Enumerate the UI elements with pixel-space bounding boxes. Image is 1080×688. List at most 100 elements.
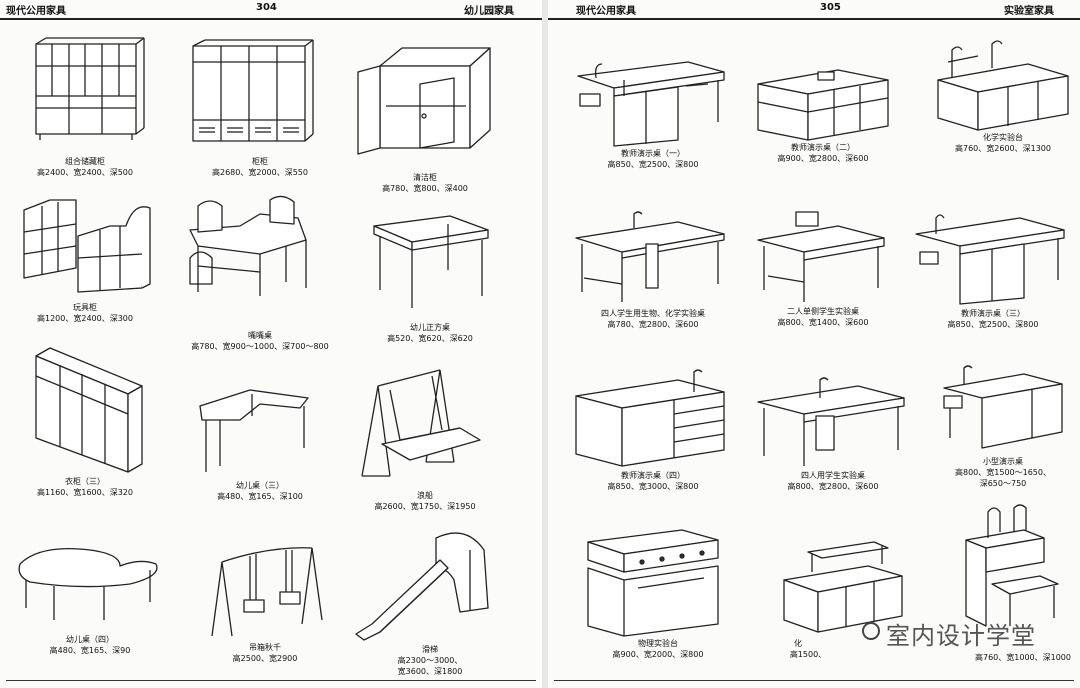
item-name: 物理实验台: [638, 639, 678, 648]
item-name: 浪船: [417, 491, 433, 500]
item-name: 化学实验台: [983, 133, 1023, 142]
item-name: 小型演示桌: [983, 457, 1023, 466]
slide-drawing: [355, 532, 489, 641]
item-dimensions: 高480、宽165、深100: [217, 492, 303, 501]
item-name: 幼儿桌（三）: [236, 481, 284, 490]
sink-bench-drawing: [965, 504, 1059, 627]
book-gutter: [542, 0, 548, 688]
item-name: 化: [794, 639, 802, 648]
page-header: 现代公用家具 305 实验室家具: [548, 0, 1080, 20]
page-number: 305: [820, 2, 841, 13]
furniture-item: 教师演示桌（四） 高850、宽3000、深800: [568, 369, 738, 494]
item-dimensions: 高850、宽3000、深800: [607, 482, 699, 491]
section-title: 实验室家具: [1004, 6, 1054, 17]
item-dimensions: 高1160、宽1600、深320: [37, 488, 133, 497]
right-page: 现代公用家具 305 实验室家具 教师演示桌（一） 高850、宽2500、深80…: [548, 0, 1080, 688]
furniture-item: 幼儿桌（四） 高480、宽165、深90: [10, 540, 170, 666]
chemistry-bench-drawing: [937, 40, 1069, 131]
furniture-item: 玩具柜 高1200、宽2400、深300: [10, 196, 160, 326]
furniture-item: 嘴嘴桌 高780、宽900～1000、深700～800: [170, 195, 350, 358]
furniture-item: 四人学生用生物、化学实验桌 高780、宽2800、深600: [568, 208, 738, 332]
item-name: 教师演示桌（二）: [791, 143, 855, 152]
item-dimensions: 高780、宽900～1000、深700～800: [191, 342, 329, 351]
wardrobe-drawing: [192, 39, 314, 142]
bottom-rule: [6, 680, 536, 681]
four-student-bench-drawing: [575, 211, 725, 302]
item-name: 幼儿正方桌: [410, 323, 450, 332]
page-number: 304: [256, 2, 277, 13]
item-dimensions-cont: 宽3600、深1800: [397, 667, 463, 676]
item-dimensions: 高2500、宽2900: [232, 654, 298, 663]
square-table-drawing: [373, 215, 489, 308]
demo-table-1-drawing: [577, 61, 725, 147]
furniture-item: 四人用学生实验桌 高800、宽2800、深600: [748, 376, 918, 494]
item-name: 四人用学生实验桌: [801, 471, 865, 480]
item-dimensions: 高800、宽1400、深600: [777, 318, 869, 327]
item-name: 教师演示桌（三）: [961, 309, 1025, 318]
item-dimensions: 高900、宽2800、深600: [777, 154, 869, 163]
item-dimensions: 高780、宽800、深400: [382, 184, 468, 193]
activity-table-drawing: [189, 195, 307, 296]
item-dimensions-cont: 深650～750: [979, 479, 1027, 488]
left-page: 现代公用家具 304 幼儿园家具 组合储藏柜 高2400、宽2400、深500 …: [0, 0, 542, 681]
item-name: 四人学生用生物、化学实验桌: [601, 309, 705, 318]
demo-table-4-drawing: [575, 369, 725, 467]
reagent-bench-drawing: [783, 541, 903, 633]
furniture-item: 教师演示桌（二） 高900、宽2800、深600: [748, 62, 898, 166]
furniture-item: 吊箱秋千 高2500、宽2900: [190, 540, 340, 666]
item-dimensions: 高1200、宽2400、深300: [37, 314, 133, 323]
furniture-item: 教师演示桌（一） 高850、宽2500、深800: [568, 56, 738, 172]
furniture-item: 清洁柜 高780、宽800、深400: [350, 36, 500, 196]
furniture-item: 物理实验台 高900、宽2000、深800: [578, 528, 738, 662]
item-dimensions: 高850、宽2500、深800: [607, 160, 699, 169]
small-demo-table-drawing: [943, 365, 1063, 449]
item-dimensions: 高1500、: [789, 650, 827, 659]
section-title: 幼儿园家具: [464, 6, 514, 17]
furniture-item: 柜柜 高2680、宽2000、深550: [185, 36, 335, 177]
item-name: 清洁柜: [413, 173, 437, 182]
item-dimensions: 高780、宽2800、深600: [607, 320, 699, 329]
furniture-item: 幼儿正方桌 高520、宽620、深620: [360, 210, 500, 350]
item-dimensions: 高800、宽2800、深600: [787, 482, 879, 491]
item-dimensions: 高800、宽1500～1650、: [955, 468, 1051, 477]
item-name: 吊箱秋千: [249, 643, 281, 652]
item-dimensions: 高850、宽2500、深800: [947, 320, 1039, 329]
furniture-item: 衣柜（三） 高1160、宽1600、深320: [10, 346, 160, 500]
item-dimensions: 高2300～3000、: [397, 656, 463, 665]
storage-cabinet-drawing: [35, 37, 145, 140]
item-name: 玩具柜: [73, 303, 97, 312]
item-name: 教师演示桌（一）: [621, 149, 685, 158]
watermark: 室内设计学堂: [862, 612, 1072, 652]
item-name: 衣柜（三）: [65, 477, 105, 486]
item-name: 组合储藏柜: [65, 157, 105, 166]
item-dimensions: 高2600、宽1750、深1950: [374, 502, 476, 511]
box-swing-drawing: [211, 547, 323, 637]
item-name: 教师演示桌（四）: [621, 471, 685, 480]
four-person-bench-drawing: [757, 377, 905, 466]
demo-table-2-drawing: [757, 69, 889, 141]
item-dimensions: 高520、宽620、深620: [387, 334, 473, 343]
furniture-item: 化 高1500、: [778, 534, 908, 664]
item-name: 幼儿桌（四）: [66, 635, 114, 644]
item-name: 二人单侧学生实验桌: [787, 307, 859, 316]
furniture-item: 幼儿桌（三） 高480、宽165、深100: [180, 376, 340, 508]
physics-bench-drawing: [587, 529, 719, 637]
item-dimensions: 高2680、宽2000、深550: [212, 168, 308, 177]
rocking-boat-drawing: [361, 369, 481, 477]
furniture-item: 化学实验台 高760、宽2600、深1300: [928, 40, 1078, 156]
furniture-item: 教师演示桌（三） 高850、宽2500、深800: [908, 208, 1078, 332]
l-shaped-table-drawing: [199, 389, 309, 472]
closet-drawing: [35, 347, 143, 473]
item-name: 滑梯: [422, 645, 438, 654]
book-title: 现代公用家具: [6, 6, 66, 17]
item-name: 柜柜: [252, 157, 268, 166]
page-header: 现代公用家具 304 幼儿园家具: [0, 0, 542, 20]
bottom-rule: [554, 680, 1074, 681]
furniture-item: 组合储藏柜 高2400、宽2400、深500: [10, 36, 160, 177]
item-dimensions: 高480、宽165、深90: [49, 646, 131, 655]
furniture-item: 浪船 高2600、宽1750、深1950: [350, 366, 500, 514]
item-dimensions: 高760、宽2600、深1300: [955, 144, 1051, 153]
item-dimensions: 高760、宽1000、深1000: [975, 653, 1071, 662]
furniture-item: 二人单侧学生实验桌 高800、宽1400、深600: [748, 210, 898, 330]
furniture-item: 高760、宽1000、深1000: [948, 502, 1078, 666]
